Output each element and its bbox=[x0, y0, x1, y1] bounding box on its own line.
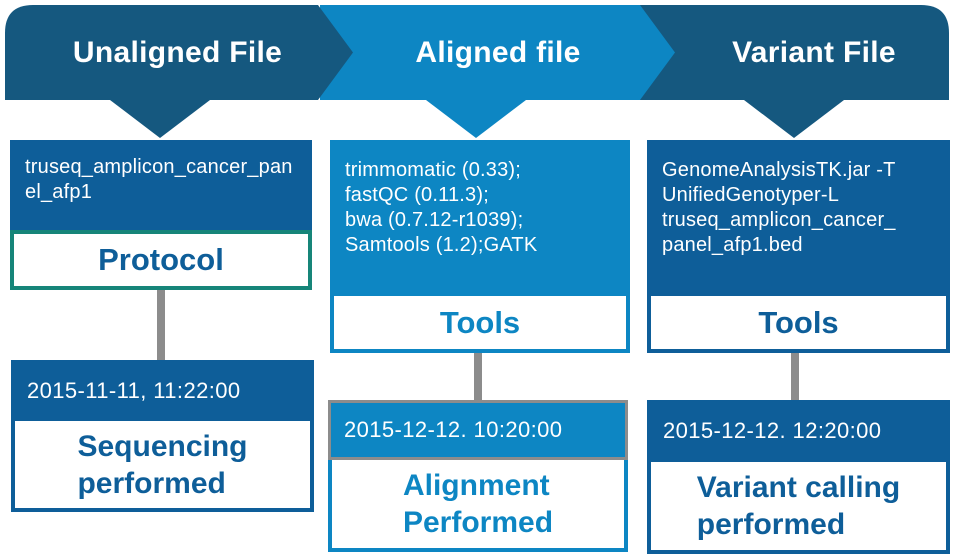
protocol-card-body: truseq_amplicon_cancer_pan el_afp1 bbox=[10, 140, 312, 230]
sequencing-event-card: 2015-11-11, 11:22:00 Sequencing performe… bbox=[11, 360, 314, 512]
banner-pointer-variant bbox=[744, 100, 844, 138]
banner-pointer-unaligned bbox=[110, 100, 210, 138]
connector-line-1 bbox=[157, 290, 165, 360]
sequencing-label-text: Sequencing performed bbox=[77, 429, 248, 500]
banner-chevron-aligned-file bbox=[320, 5, 675, 100]
banner-title-aligned-file: Aligned file bbox=[415, 35, 581, 69]
variant-tools-label: Tools bbox=[647, 292, 950, 353]
banner-chevron-unaligned-file bbox=[5, 5, 353, 100]
variant-timestamp: 2015-12-12. 12:20:00 bbox=[647, 400, 950, 462]
alignment-label: Alignment Performed bbox=[328, 460, 628, 552]
variant-label: Variant calling performed bbox=[647, 462, 950, 554]
alignment-timestamp: 2015-12-12. 10:20:00 bbox=[328, 400, 628, 460]
variant-event-card: 2015-12-12. 12:20:00 Variant calling per… bbox=[647, 400, 950, 554]
variant-tools-body: GenomeAnalysisTK.jar -T UnifiedGenotyper… bbox=[647, 140, 950, 292]
connector-line-2 bbox=[474, 353, 482, 400]
alignment-event-card: 2015-12-12. 10:20:00 Alignment Performed bbox=[328, 400, 628, 552]
variant-label-text: Variant calling performed bbox=[696, 471, 901, 541]
banner-chevron-variant-file bbox=[640, 5, 949, 100]
connector-line-3 bbox=[791, 350, 799, 400]
banner-title-variant-file: Variant File bbox=[732, 35, 896, 69]
protocol-card-label: Protocol bbox=[10, 230, 312, 290]
alignment-tools-card: trimmomatic (0.33); fastQC (0.11.3); bwa… bbox=[330, 140, 630, 353]
alignment-tools-label: Tools bbox=[330, 292, 630, 353]
sequencing-timestamp: 2015-11-11, 11:22:00 bbox=[11, 360, 314, 421]
alignment-label-text: Alignment Performed bbox=[402, 469, 554, 539]
alignment-tools-body: trimmomatic (0.33); fastQC (0.11.3); bwa… bbox=[330, 140, 630, 292]
banner-pointer-aligned bbox=[426, 100, 526, 138]
banner-title-unaligned-file: Unaligned File bbox=[72, 35, 283, 69]
variant-tools-card: GenomeAnalysisTK.jar -T UnifiedGenotyper… bbox=[647, 140, 950, 353]
sequencing-label: Sequencing performed bbox=[11, 421, 314, 512]
protocol-card: truseq_amplicon_cancer_pan el_afp1 Proto… bbox=[10, 140, 312, 290]
